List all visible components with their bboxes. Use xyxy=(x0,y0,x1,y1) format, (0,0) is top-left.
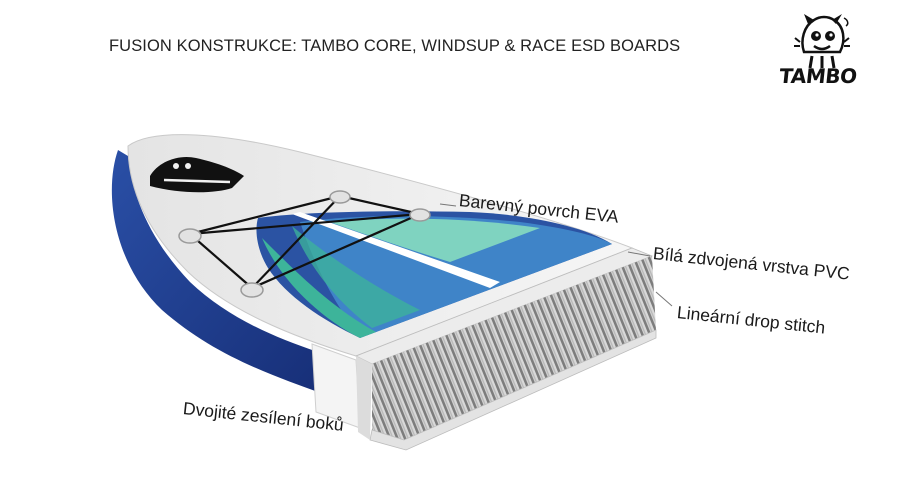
drop-stitch-core xyxy=(372,256,656,440)
board-logo xyxy=(150,156,244,193)
pvc-layer-side xyxy=(356,356,372,440)
eva-deck-pad xyxy=(256,211,612,338)
monkey-icon xyxy=(794,14,850,69)
bungee-anchor xyxy=(178,190,431,298)
bungee-cord xyxy=(189,194,421,290)
tambo-logo: TAMBO xyxy=(770,12,866,96)
board-rail xyxy=(111,150,319,392)
callout-leader xyxy=(439,203,673,307)
page-title: FUSION KONSTRUKCE: TAMBO CORE, WINDSUP &… xyxy=(109,37,681,55)
